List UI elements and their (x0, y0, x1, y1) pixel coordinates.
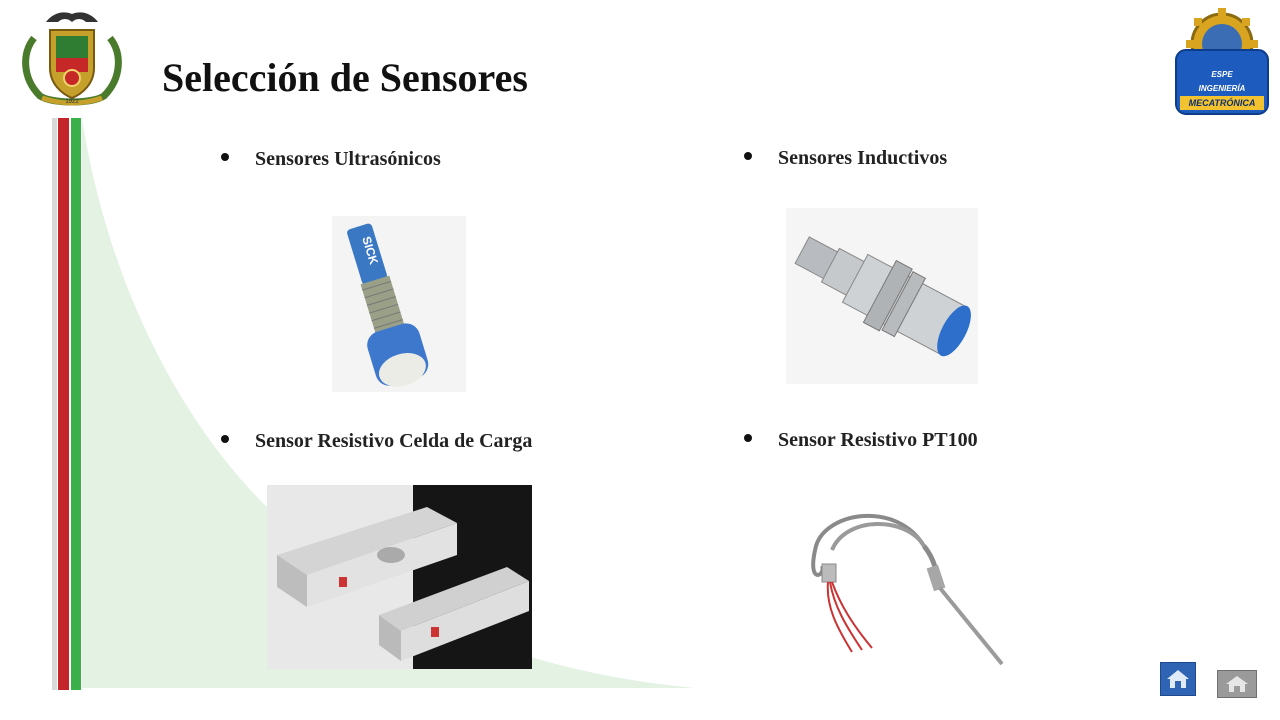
back-home-button[interactable] (1217, 670, 1257, 698)
bullet-dot-icon (744, 152, 752, 161)
home-icon (1226, 676, 1248, 692)
bullet-inductive: Sensores Inductivos (744, 147, 947, 170)
inductive-sensor-image (786, 208, 978, 384)
bullet-pt100: Sensor Resistivo PT100 (744, 429, 978, 452)
bullet-load-cell: Sensor Resistivo Celda de Carga (221, 430, 532, 453)
bullet-dot-icon (744, 434, 752, 443)
coat-of-arms-logo: 1922 (22, 12, 122, 106)
logo-year: 1922 (65, 99, 79, 105)
home-icon (1167, 670, 1189, 688)
bullet-pt100-label: Sensor Resistivo PT100 (778, 429, 978, 451)
pt100-sensor-image (811, 513, 1004, 666)
espe-mecatronica-logo: ESPE INGENIERÍA MECATRÓNICA (1174, 8, 1270, 116)
ultrasonic-sensor-image: SICK (332, 216, 466, 392)
gear-icon (1175, 8, 1269, 115)
green-stripe (71, 118, 81, 690)
red-stripe (58, 118, 69, 690)
bullet-load-cell-label: Sensor Resistivo Celda de Carga (255, 430, 533, 452)
load-cell-image (267, 485, 532, 669)
slide-title: Selección de Sensores (162, 55, 528, 100)
bullet-dot-icon (221, 435, 229, 444)
logo-line-ingenieria: INGENIERÍA (1198, 84, 1246, 93)
home-button[interactable] (1160, 662, 1196, 696)
bullet-ultrasonic-label: Sensores Ultrasónicos (255, 148, 441, 170)
logo-line-espe: ESPE (1211, 70, 1233, 79)
bullet-inductive-label: Sensores Inductivos (778, 147, 948, 169)
green-curve-decoration (82, 118, 695, 688)
bullet-ultrasonic: Sensores Ultrasónicos (221, 148, 441, 171)
white-stripe (69, 118, 71, 690)
gray-stripe (52, 118, 57, 690)
bullet-dot-icon (221, 153, 229, 162)
logo-line-mecatronica: MECATRÓNICA (1188, 98, 1256, 108)
